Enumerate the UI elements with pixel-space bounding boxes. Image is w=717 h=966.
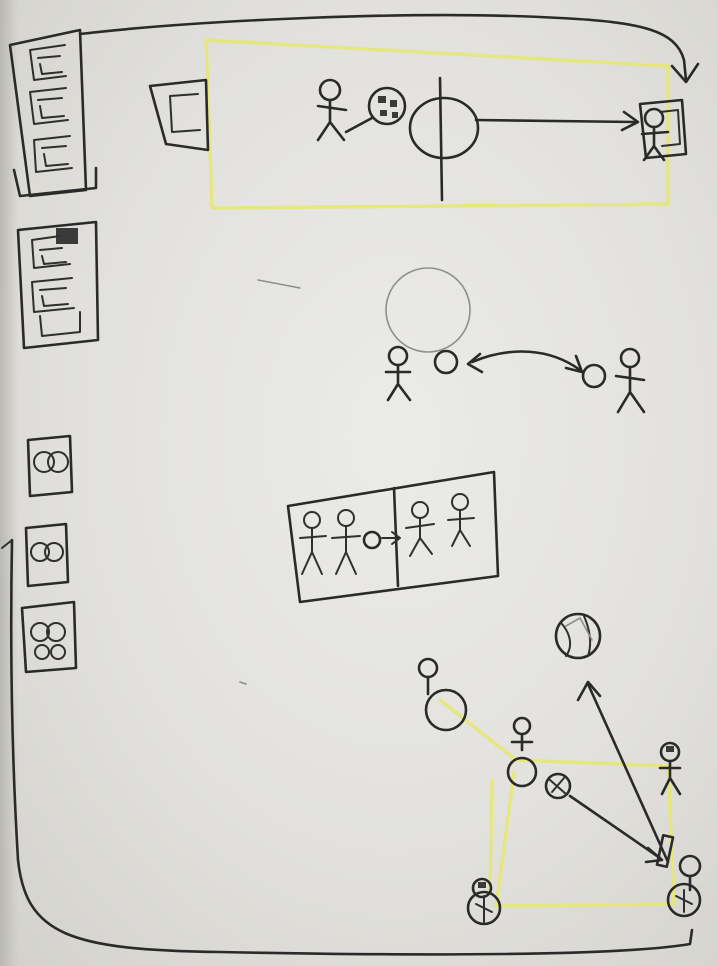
left-ticket-group-bottom xyxy=(22,436,76,672)
player-figure xyxy=(332,510,360,574)
ball-icon xyxy=(546,774,570,798)
left-player-figure xyxy=(386,347,410,400)
right-player-figure xyxy=(616,349,644,412)
left-card-group-top xyxy=(10,30,96,196)
player-figure xyxy=(448,494,474,546)
ball-icon xyxy=(364,532,380,548)
scene-field-pass xyxy=(150,40,686,208)
basketball-icon xyxy=(556,614,600,658)
scene-two-player-pass xyxy=(386,268,644,412)
ball-icon xyxy=(435,351,457,373)
player-figure xyxy=(406,502,434,556)
scene-team-panel xyxy=(288,472,498,602)
pencil-mark xyxy=(258,280,300,288)
scene-play-diagram xyxy=(419,614,700,924)
ball-icon xyxy=(369,88,405,124)
player-figure xyxy=(300,512,326,574)
ball-icon xyxy=(583,365,605,387)
goal-box xyxy=(640,100,686,158)
pencil-dot xyxy=(240,682,246,684)
left-card-group-middle xyxy=(18,222,98,348)
player-figure xyxy=(419,659,466,730)
player-figure xyxy=(318,80,346,140)
